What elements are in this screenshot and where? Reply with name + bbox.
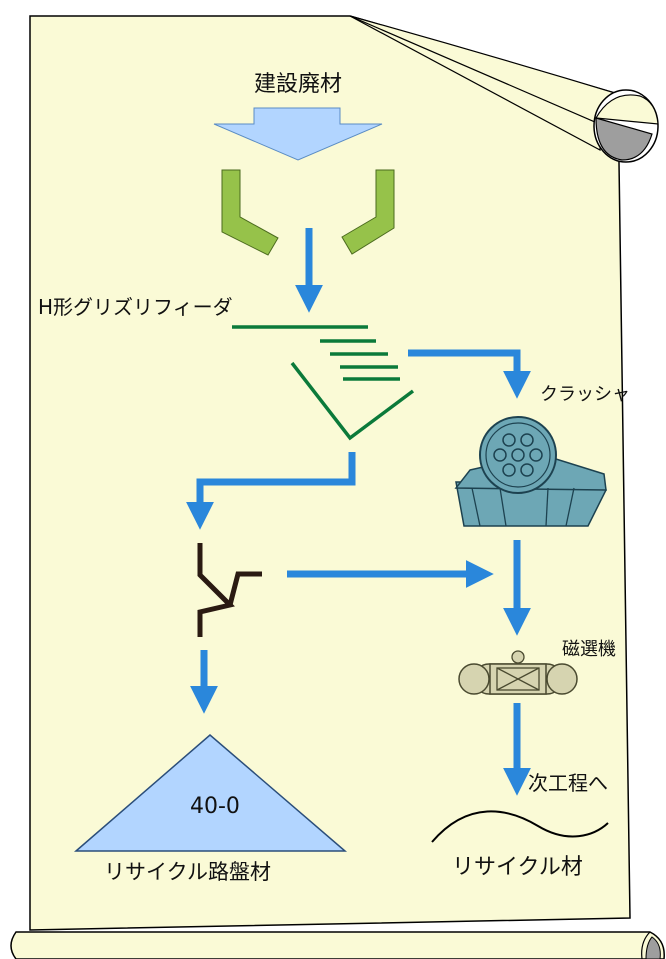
next-step-label: 次工程へ xyxy=(528,771,608,795)
paper-scroll-background xyxy=(29,15,659,931)
crusher-icon xyxy=(454,416,607,527)
input-label: 建設廃材 xyxy=(254,72,343,97)
magnetic-separator-label: 磁選機 xyxy=(562,639,616,660)
grizzly-feeder-icon xyxy=(232,325,415,441)
recycled-material-curve xyxy=(431,810,609,843)
magnetic-separator-icon xyxy=(458,650,578,695)
crusher-label: クラッシャ xyxy=(540,384,630,405)
scroll-bottom-roll xyxy=(10,931,665,959)
pile-size-label: 40-0 xyxy=(190,794,240,819)
splitter-branch-icon xyxy=(227,571,262,606)
arrow-feeder-to-crusher xyxy=(408,349,531,399)
recycled-material-label: リサイクル材 xyxy=(452,855,583,880)
road-material-label: リサイクル路盤材 xyxy=(104,860,271,884)
grizzly-feeder-label: H形グリズリフィーダ xyxy=(38,295,233,319)
arrow-feeder-to-splitter xyxy=(186,452,356,530)
hopper-icon xyxy=(221,169,395,256)
flow-arrows xyxy=(186,228,531,796)
road-material-pile-icon xyxy=(73,734,348,852)
input-arrow xyxy=(213,107,383,161)
